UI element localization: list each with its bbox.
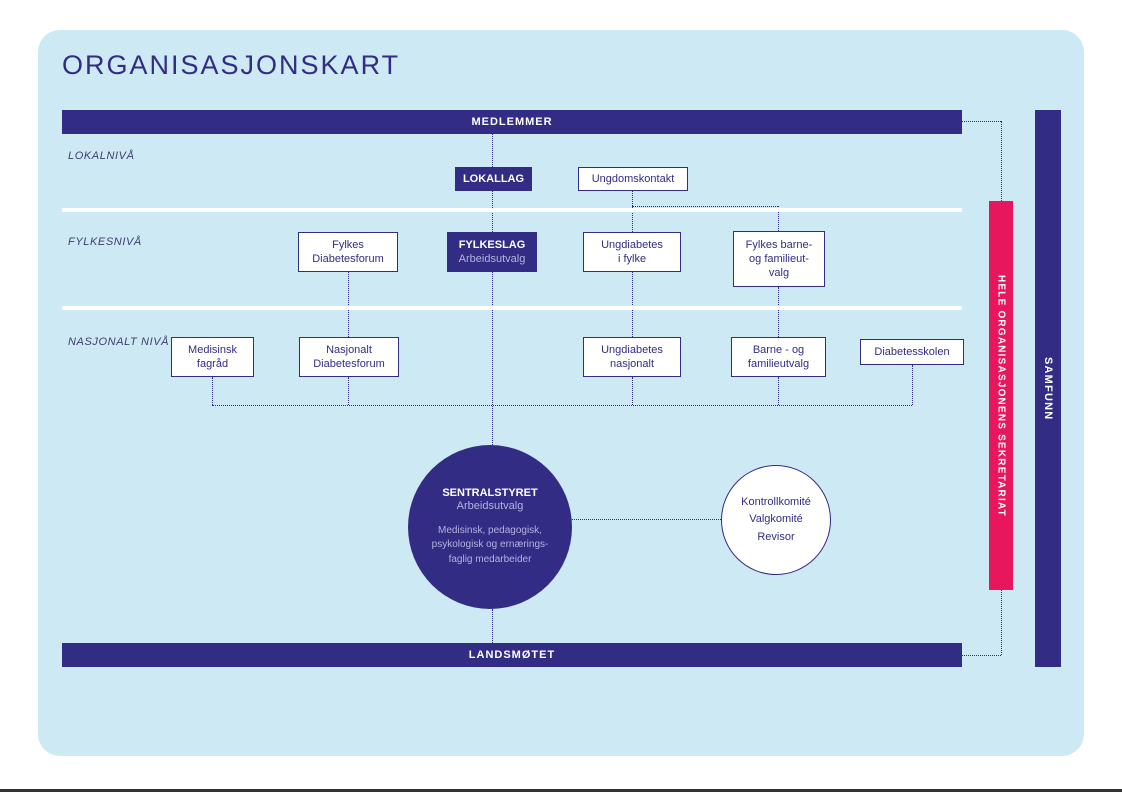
node-label: Medisinsk xyxy=(188,343,237,356)
connector-line xyxy=(632,206,778,207)
connector-line xyxy=(492,609,493,643)
samfunn-bar: SAMFUNN xyxy=(1035,110,1061,667)
node-label: Fylkes barne- xyxy=(745,238,813,251)
node-label: LOKALLAG xyxy=(462,172,525,185)
sekretariat-bar-label: HELE ORGANISASJONENS SEKRETARIAT xyxy=(995,274,1007,517)
connector-line xyxy=(632,272,633,337)
level-label-fylkesniva: FYLKESNIVÅ xyxy=(68,236,142,248)
node-label: nasjonalt xyxy=(609,358,655,370)
node-label: i fylke xyxy=(617,253,647,265)
landsmotet-bar-label: LANDSMØTET xyxy=(468,649,556,661)
connector-line xyxy=(212,405,912,406)
samfunn-bar-label: SAMFUNN xyxy=(1042,356,1054,421)
level-label-lokalniva: LOKALNIVÅ xyxy=(68,150,135,162)
node-ungdomskontakt: Ungdomskontakt xyxy=(578,167,688,191)
node-label: valg xyxy=(768,267,790,280)
landsmotet-bar: LANDSMØTET xyxy=(62,643,962,667)
node-barne-og-familieutvalg: Barne - og familieutvalg xyxy=(731,337,826,377)
connector-line xyxy=(212,377,213,405)
page-bottom-rule xyxy=(0,789,1122,792)
node-label: og familieut- xyxy=(749,252,809,265)
circle-description: Medisinsk, pedagogisk, psykologisk og er… xyxy=(432,524,549,568)
circle-title: SENTRALSTYRET xyxy=(442,486,538,499)
connector-line xyxy=(632,377,633,405)
sentralstyret-circle: SENTRALSTYRET Arbeidsutvalg Medisinsk, p… xyxy=(408,445,572,609)
connector-line xyxy=(572,519,721,520)
node-fylkes-diabetesforum: Fylkes Diabetesforum xyxy=(298,232,398,272)
node-label: Ungdomskontakt xyxy=(591,172,675,185)
connector-line xyxy=(778,206,779,231)
node-diabetesskolen: Diabetesskolen xyxy=(860,339,964,365)
circle-label: Revisor xyxy=(757,530,795,543)
node-label: Diabetesforum xyxy=(313,358,385,370)
node-label: FYLKESLAG xyxy=(458,238,526,251)
circle-label: Kontrollkomité xyxy=(741,496,811,509)
node-label: fagråd xyxy=(196,358,229,370)
circle-description-line: faglig medarbeider xyxy=(448,553,532,565)
circle-subtitle: Arbeidsutvalg xyxy=(456,499,524,512)
circle-description-line: Medisinsk, pedagogisk, xyxy=(438,524,542,536)
node-label: Fylkes xyxy=(332,238,364,251)
connector-line xyxy=(912,365,913,405)
node-label: Diabetesforum xyxy=(312,253,384,265)
node-label: Nasjonalt xyxy=(326,343,372,356)
node-ungdiabetes-nasjonalt: Ungdiabetes nasjonalt xyxy=(583,337,681,377)
node-label: Ungdiabetes xyxy=(601,343,663,356)
connector-line xyxy=(778,377,779,405)
node-medisinsk-fagrad: Medisinsk fagråd xyxy=(171,337,254,377)
node-nasjonalt-diabetesforum: Nasjonalt Diabetesforum xyxy=(299,337,399,377)
connector-line xyxy=(962,655,1001,656)
node-label: Ungdiabetes xyxy=(601,238,663,251)
node-fylkeslag: FYLKESLAG Arbeidsutvalg xyxy=(447,232,537,272)
connector-line xyxy=(962,121,1001,122)
circle-label: Valgkomité xyxy=(749,513,803,526)
medlemmer-bar-label: MEDLEMMER xyxy=(471,116,553,128)
kontrollkomite-circle: Kontrollkomité Valgkomité Revisor xyxy=(721,465,831,575)
node-ungdiabetes-i-fylke: Ungdiabetes i fylke xyxy=(583,232,681,272)
connector-line xyxy=(348,377,349,405)
node-label: familieutvalg xyxy=(747,358,810,370)
node-label: Diabetesskolen xyxy=(874,345,950,358)
medlemmer-bar: MEDLEMMER xyxy=(62,110,962,134)
page-title: ORGANISASJONSKART xyxy=(62,50,401,80)
level-label-nasjonalt-niva: NASJONALT NIVÅ xyxy=(68,336,170,348)
node-lokallag: LOKALLAG xyxy=(455,167,532,191)
connector-line xyxy=(778,287,779,337)
connector-line xyxy=(492,133,493,167)
connector-line xyxy=(348,272,349,337)
node-sublabel: Arbeidsutvalg xyxy=(458,253,526,265)
node-label: Barne - og xyxy=(752,343,805,356)
connector-line xyxy=(492,272,493,445)
sekretariat-bar: HELE ORGANISASJONENS SEKRETARIAT xyxy=(989,201,1013,590)
level-separator xyxy=(62,306,962,310)
circle-description-line: psykologisk og ernærings- xyxy=(431,539,549,551)
node-fylkes-barne-og-familieutvalg: Fylkes barne- og familieut- valg xyxy=(733,231,825,287)
level-separator xyxy=(62,208,962,212)
